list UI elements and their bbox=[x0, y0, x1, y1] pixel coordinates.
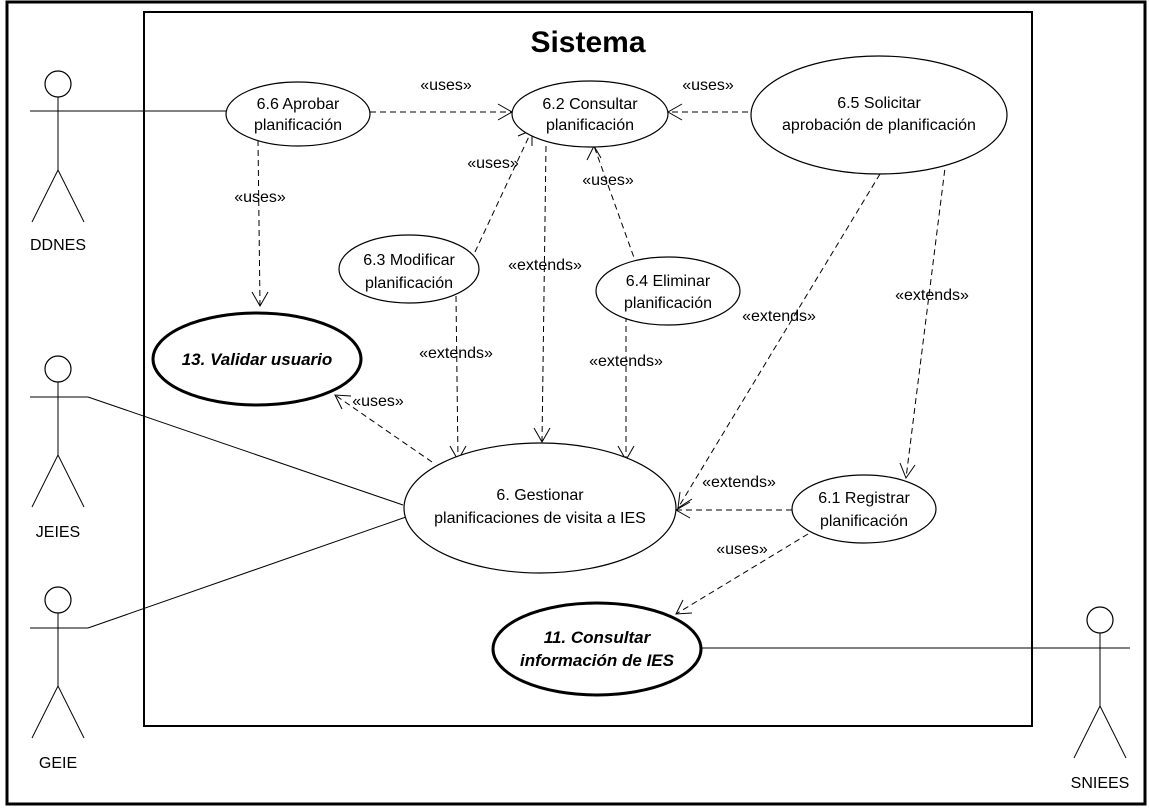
label-uses-66-13: «uses» bbox=[234, 189, 286, 206]
assoc-jeies-uc6 bbox=[87, 396, 404, 506]
label-extends-65-6: «extends» bbox=[742, 308, 816, 325]
uc62-line2: planificación bbox=[546, 117, 634, 134]
rel-uc64-extends-uc6 bbox=[617, 316, 635, 462]
actor-sniees[interactable]: SNIEES bbox=[1070, 606, 1130, 792]
label-uses-61-11: «uses» bbox=[716, 541, 768, 558]
uc64-line1: 6.4 Eliminar bbox=[626, 273, 711, 290]
label-uses-66-62: «uses» bbox=[420, 77, 472, 94]
stick-figure-icon bbox=[30, 355, 88, 508]
uc13-line1: 13. Validar usuario bbox=[182, 350, 333, 369]
uc61-line2: planificación bbox=[820, 513, 908, 530]
uc66-line2: planificación bbox=[254, 117, 342, 134]
uc65-line1: 6.5 Solicitar bbox=[837, 95, 921, 112]
stick-figure-icon bbox=[30, 586, 88, 739]
actor-geie[interactable]: GEIE bbox=[30, 586, 88, 772]
system-title: Sistema bbox=[530, 26, 645, 59]
label-extends-64-6: «extends» bbox=[589, 353, 663, 370]
rel-uc61-extends-uc6 bbox=[674, 501, 792, 519]
use-case-6-gestionar[interactable]: 6. Gestionar planificaciones de visita a… bbox=[403, 442, 677, 574]
assoc-geie-uc6 bbox=[87, 516, 407, 629]
label-uses-64-62: «uses» bbox=[582, 172, 634, 189]
rel-uc61-uses-uc11 bbox=[675, 533, 809, 615]
system-boundary bbox=[143, 11, 1033, 727]
uc61-line1: 6.1 Registrar bbox=[818, 490, 910, 507]
actor-sniees-name: SNIEES bbox=[1071, 775, 1130, 792]
stick-figure-icon bbox=[30, 70, 88, 223]
label-extends-65-61: «extends» bbox=[895, 287, 969, 304]
use-case-6-2-consultar[interactable]: 6.2 Consultar planificación bbox=[511, 80, 669, 148]
actor-jeies[interactable]: JEIES bbox=[30, 355, 88, 541]
label-uses-6-13: «uses» bbox=[352, 393, 404, 410]
rel-uc66-uses-uc62 bbox=[370, 103, 514, 121]
label-extends-62-6: «extends» bbox=[508, 257, 582, 274]
rel-uc65-extends-uc61 bbox=[899, 159, 947, 480]
use-case-13-validar-usuario[interactable]: 13. Validar usuario bbox=[151, 311, 363, 407]
use-case-11-consultar-ies[interactable]: 11. Consultar información de IES bbox=[491, 601, 703, 697]
rel-uc66-uses-uc13 bbox=[251, 139, 269, 308]
uc65-line2: aprobación de planificación bbox=[782, 117, 976, 134]
actor-ddnes[interactable]: DDNES bbox=[30, 70, 88, 254]
uc63-line1: 6.3 Modificar bbox=[363, 252, 455, 269]
rel-uc65-uses-uc62 bbox=[666, 103, 748, 121]
label-extends-61-6: «extends» bbox=[702, 474, 776, 491]
rel-uc6-uses-uc13 bbox=[334, 394, 433, 463]
actor-ddnes-name: DDNES bbox=[30, 237, 86, 254]
uc11-line2: información de IES bbox=[520, 651, 675, 670]
stick-figure-icon bbox=[1070, 606, 1130, 759]
use-case-6-5-solicitar[interactable]: 6.5 Solicitar aprobación de planificació… bbox=[750, 55, 1008, 175]
use-case-6-3-modificar[interactable]: 6.3 Modificar planificación bbox=[338, 234, 480, 304]
uc62-line1: 6.2 Consultar bbox=[542, 96, 638, 113]
uc64-line2: planificación bbox=[624, 295, 712, 312]
uc6-line1: 6. Gestionar bbox=[496, 487, 584, 504]
label-extends-63-6: «extends» bbox=[419, 345, 493, 362]
uc63-line2: planificación bbox=[365, 275, 453, 292]
rel-uc65-extends-uc6 bbox=[677, 173, 881, 509]
label-uses-63-62: «uses» bbox=[467, 155, 519, 172]
outer-frame bbox=[5, 0, 1147, 806]
rel-uc62-extends-uc6 bbox=[533, 145, 551, 444]
rel-uc63-extends-uc6 bbox=[449, 295, 467, 462]
uc6-line2: planificaciones de visita a IES bbox=[434, 510, 646, 527]
label-uses-65-62: «uses» bbox=[682, 77, 734, 94]
uc11-line1: 11. Consultar bbox=[544, 628, 652, 647]
use-case-6-1-registrar[interactable]: 6.1 Registrar planificación bbox=[791, 474, 937, 544]
uc66-line1: 6.6 Aprobar bbox=[257, 96, 340, 113]
rel-uc63-uses-uc62 bbox=[474, 129, 533, 253]
use-case-6-4-eliminar[interactable]: 6.4 Eliminar planificación bbox=[595, 256, 741, 326]
actor-geie-name: GEIE bbox=[39, 755, 77, 772]
actor-jeies-name: JEIES bbox=[36, 524, 80, 541]
rel-uc64-uses-uc62 bbox=[586, 144, 638, 267]
use-case-6-6-aprobar[interactable]: 6.6 Aprobar planificación bbox=[225, 81, 371, 147]
